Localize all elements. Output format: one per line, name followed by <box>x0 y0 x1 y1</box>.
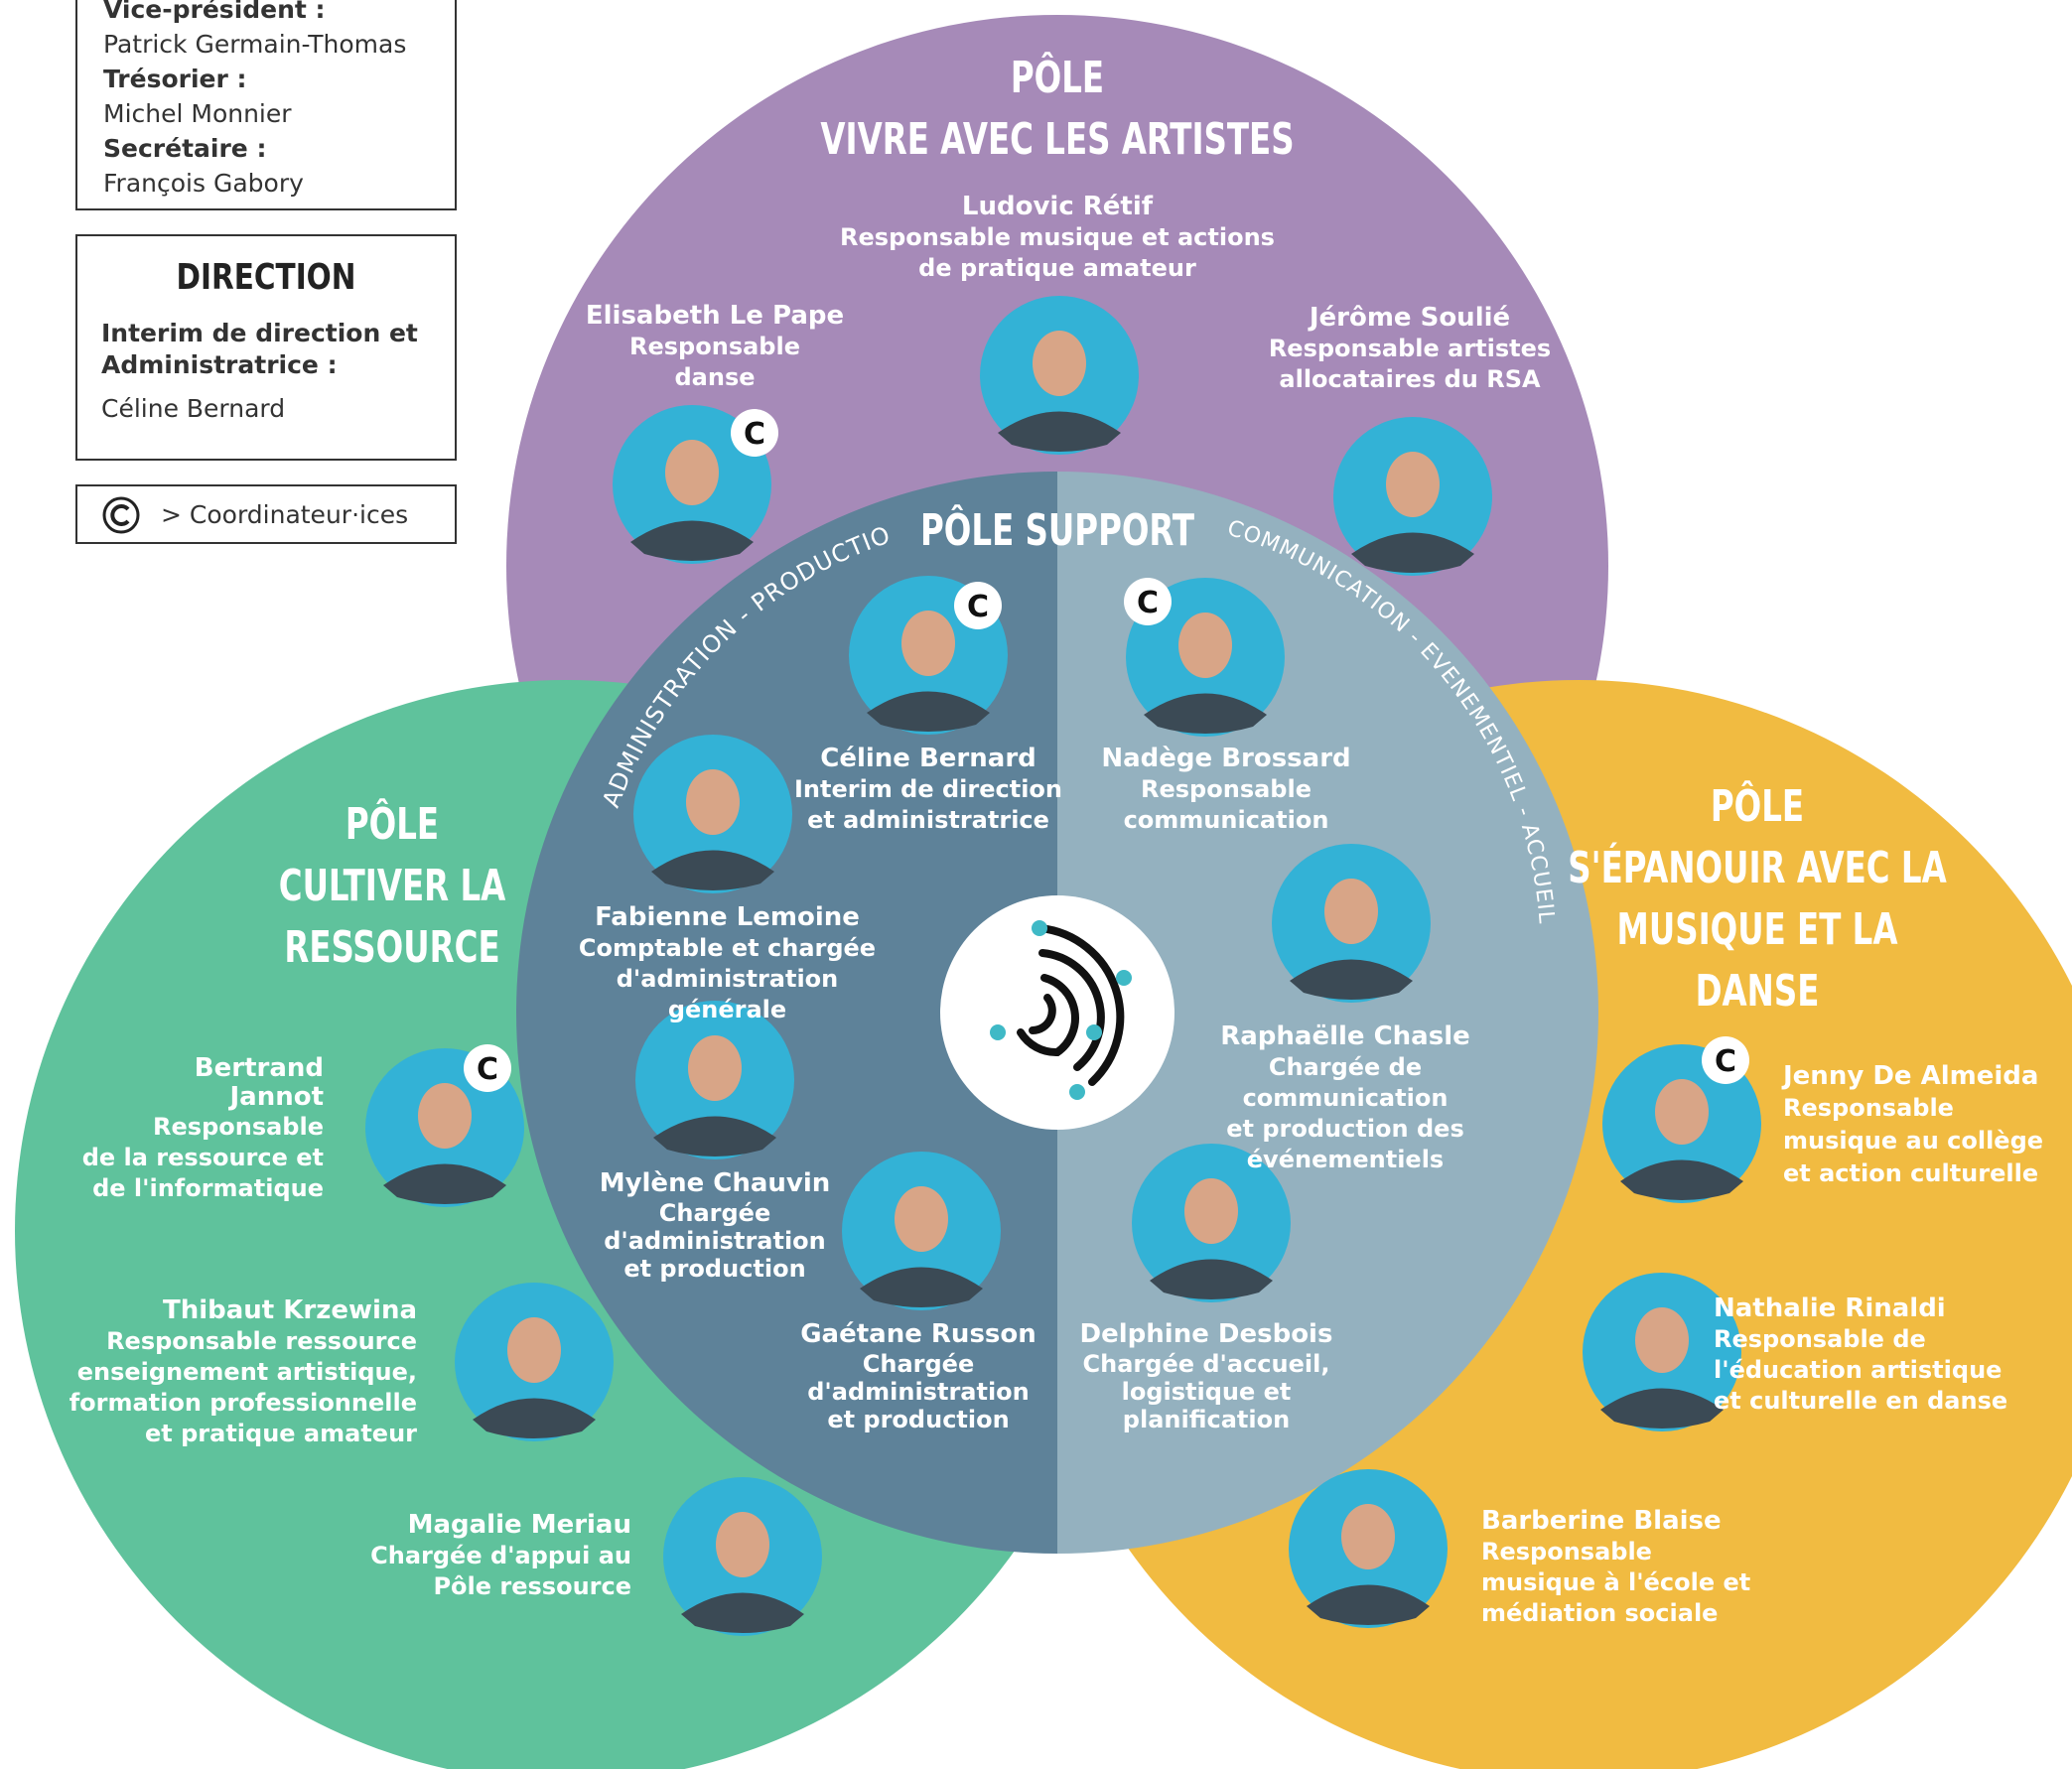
person-elisabeth: Elisabeth Le Pape Responsable danse <box>585 301 845 391</box>
secretary-name: François Gabory <box>103 169 304 198</box>
direction-name: Céline Bernard <box>101 394 286 423</box>
person-mylene: Mylène Chauvin Chargée d'administration … <box>599 1168 831 1283</box>
coordinator-badge-letter: C <box>1137 586 1159 620</box>
portrait-barberine <box>1289 1469 1448 1628</box>
portrait-nadege <box>1126 578 1285 737</box>
person-jenny: Jenny De Almeida Responsable musique au … <box>1783 1061 2044 1187</box>
coordinator-badge-elisabeth: C <box>731 409 778 457</box>
coordinator-badge-letter: C <box>967 590 989 624</box>
center-logo <box>940 895 1174 1130</box>
secretary-label: Secrétaire : <box>103 134 267 163</box>
person-nathalie: Nathalie Rinaldi Responsable de l'éducat… <box>1714 1293 2008 1415</box>
direction-role-1: Interim de direction et <box>101 319 418 347</box>
person-bertrand: Bertrand Jannot Responsable de la ressou… <box>81 1053 324 1202</box>
portrait-delphine <box>1132 1144 1291 1302</box>
person-nadege: Nadège Brossard Responsable communicatio… <box>1101 744 1351 834</box>
person-barberine: Barberine Blaise Responsable musique à l… <box>1481 1506 1751 1627</box>
pole-support-title: PÔLE SUPPORT <box>920 505 1194 556</box>
person-raphaelle: Raphaëlle Chasle Chargée de communicatio… <box>1220 1021 1470 1173</box>
person-magalie: Magalie Meriau Chargée d'appui au Pôle r… <box>370 1510 631 1600</box>
coordinator-badge-letter: C <box>744 417 765 452</box>
coordinator-badge-bertrand: C <box>464 1044 511 1092</box>
vp-name: Patrick Germain-Thomas <box>103 30 407 59</box>
portrait-raphaelle <box>1272 844 1431 1003</box>
portrait-gaetane <box>842 1152 1001 1310</box>
board-box: Vice-président : Patrick Germain-Thomas … <box>75 0 457 210</box>
person-ludovic: Ludovic Rétif Responsable musique et act… <box>840 192 1275 282</box>
portrait-mylene <box>635 1001 794 1159</box>
person-gaetane: Gaétane Russon Chargée d'administration … <box>800 1319 1036 1433</box>
direction-box: DIRECTION Interim de direction et Admini… <box>75 234 457 461</box>
treasurer-label: Trésorier : <box>103 65 247 93</box>
person-jerome: Jérôme Soulié Responsable artistes alloc… <box>1268 303 1552 393</box>
portrait-elisabeth <box>613 405 771 564</box>
portrait-thibaut <box>455 1283 614 1441</box>
coordinator-c-icon <box>102 496 140 534</box>
portrait-fabienne <box>633 735 792 893</box>
portrait-ludovic <box>980 296 1139 455</box>
legend-box: > Coordinateur·ices <box>75 484 457 544</box>
portrait-celine <box>849 576 1008 735</box>
legend-text: > Coordinateur·ices <box>161 500 409 529</box>
coordinator-badge-jenny: C <box>1702 1036 1749 1084</box>
direction-title: DIRECTION <box>176 257 356 298</box>
person-fabienne: Fabienne Lemoine Comptable et chargée d'… <box>578 902 877 1023</box>
portrait-jerome <box>1333 417 1492 576</box>
portrait-jenny <box>1602 1044 1761 1203</box>
person-celine: Céline Bernard Interim de direction et a… <box>793 744 1063 834</box>
coordinator-badge-nadege: C <box>1124 578 1172 625</box>
person-thibaut: Thibaut Krzewina Responsable ressource e… <box>69 1295 417 1447</box>
vp-label: Vice-président : <box>103 0 326 24</box>
person-delphine: Delphine Desbois Chargée d'accueil, logi… <box>1079 1319 1333 1433</box>
portrait-nathalie <box>1583 1273 1741 1431</box>
treasurer-name: Michel Monnier <box>103 99 292 128</box>
portrait-magalie <box>663 1477 822 1636</box>
coordinator-badge-letter: C <box>477 1052 498 1087</box>
direction-role-2: Administratrice : <box>101 350 338 379</box>
coordinator-badge-celine: C <box>954 582 1002 629</box>
coordinator-badge-letter: C <box>1715 1044 1736 1079</box>
